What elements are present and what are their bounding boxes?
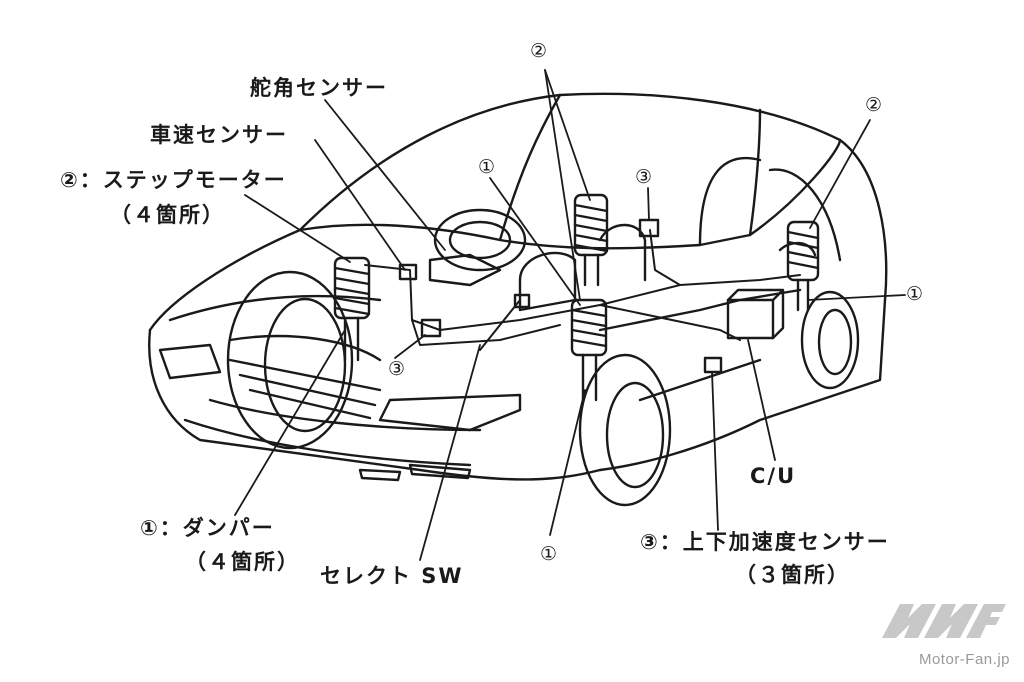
interior	[428, 208, 817, 312]
select-sw-box	[513, 293, 531, 309]
speed-sensor-box	[398, 263, 418, 281]
accel-sensor-side	[703, 356, 723, 374]
front-right-damper	[573, 193, 609, 287]
accel-sensor-front	[420, 318, 442, 338]
leader-lines	[234, 69, 906, 561]
select-sw-label: セレクト SW	[320, 564, 464, 588]
wiring-harness	[364, 229, 801, 351]
watermark-text: Motor-Fan.jp	[918, 651, 1010, 668]
car-body	[148, 92, 888, 507]
marker-3-left: ③	[388, 358, 406, 380]
step-motor-label: ②：ステップモーター	[60, 168, 287, 192]
speed-sensor-label: 車速センサー	[150, 123, 288, 147]
rear-left-damper	[570, 298, 608, 402]
accel-sensor-label: ③：上下加速度センサー	[640, 530, 890, 554]
rear-right-damper	[786, 220, 820, 312]
marker-1-bottom: ①	[540, 543, 558, 565]
marker-2-top: ②	[530, 40, 548, 62]
front-left-damper	[333, 256, 371, 362]
control-unit-box	[726, 288, 785, 340]
steering-sensor-label: 舵角センサー	[250, 76, 388, 100]
accel-sensor-count-label: （３箇所）	[735, 563, 850, 587]
damper-label: ①：ダンパー	[140, 516, 275, 540]
marker-1-center: ①	[478, 156, 496, 178]
step-motor-count-label: （４箇所）	[110, 203, 225, 227]
marker-1-right: ①	[906, 283, 924, 305]
marker-2-right: ②	[865, 94, 883, 116]
damper-count-label: （４箇所）	[185, 550, 300, 574]
marker-3-top: ③	[635, 166, 653, 188]
control-unit-label: C/U	[750, 464, 797, 488]
motor-fan-logo-icon	[882, 604, 1006, 638]
